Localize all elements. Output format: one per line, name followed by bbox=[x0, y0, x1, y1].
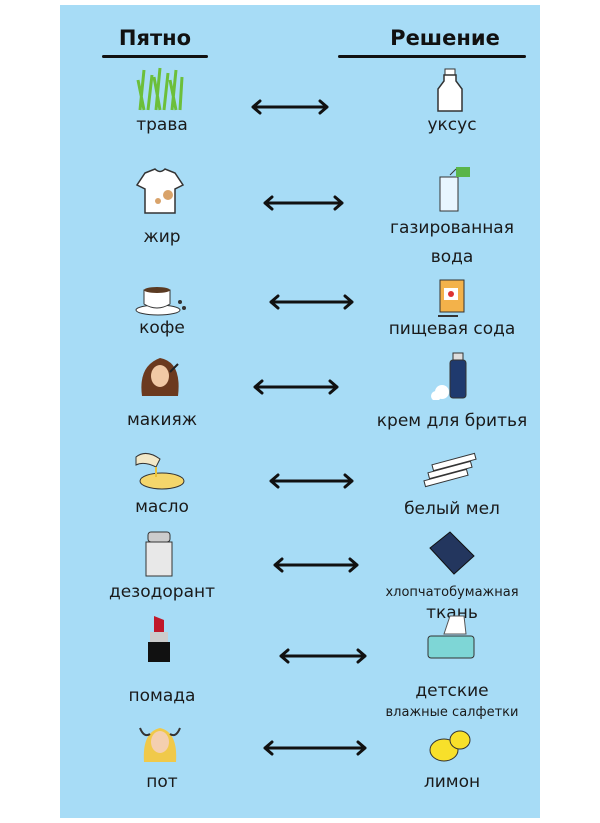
shaving-cream-icon bbox=[420, 350, 480, 401]
soda-water-glass-icon bbox=[420, 165, 480, 215]
lipstick-icon bbox=[130, 612, 190, 662]
solution-label: крем для бритья bbox=[376, 411, 528, 431]
solution-label: хлопчатобумажная bbox=[385, 585, 519, 600]
coffee-cup-icon bbox=[130, 272, 190, 322]
solution-label: лимон bbox=[423, 772, 481, 792]
stain-label: жир bbox=[143, 227, 181, 247]
double-arrow-icon bbox=[279, 648, 367, 664]
infographic-panel bbox=[60, 5, 540, 818]
stain-label: трава bbox=[136, 115, 188, 135]
double-arrow-icon bbox=[253, 379, 339, 395]
oil-bowl-icon bbox=[130, 445, 190, 495]
solution-label: газированная bbox=[390, 218, 514, 238]
cotton-cloth-icon bbox=[420, 528, 480, 578]
sweating-woman-icon bbox=[130, 718, 190, 768]
lemon-icon bbox=[420, 718, 480, 768]
solution-label: детские bbox=[415, 681, 489, 701]
wet-wipes-box-icon bbox=[420, 612, 480, 662]
baking-soda-box-icon bbox=[420, 272, 480, 322]
double-arrow-icon bbox=[269, 473, 354, 489]
chalk-sticks-icon bbox=[420, 445, 480, 495]
stain-column-header: Пятно bbox=[118, 26, 192, 50]
vinegar-bottle-icon bbox=[420, 65, 480, 115]
stain-label: макияж bbox=[126, 410, 198, 430]
stain-label: дезодорант bbox=[108, 582, 216, 602]
solution-label: пищевая сода bbox=[388, 319, 516, 339]
double-arrow-icon bbox=[269, 294, 354, 310]
solution-label: уксус bbox=[427, 115, 477, 135]
woman-makeup-icon bbox=[130, 350, 190, 400]
double-arrow-icon bbox=[273, 557, 359, 573]
deodorant-icon bbox=[130, 528, 190, 578]
solution-label: влажные салфетки bbox=[385, 705, 519, 720]
double-arrow-icon bbox=[263, 195, 344, 211]
solution-label: ткань bbox=[426, 603, 478, 623]
solution-label: вода bbox=[430, 247, 474, 267]
solution-header-underline bbox=[338, 55, 526, 58]
solution-column-header: Решение bbox=[390, 26, 500, 50]
grass-icon bbox=[130, 65, 190, 115]
double-arrow-icon bbox=[263, 740, 367, 756]
stain-label: кофе bbox=[139, 318, 185, 338]
stain-label: пот bbox=[146, 772, 178, 792]
stain-header-underline bbox=[102, 55, 208, 58]
double-arrow-icon bbox=[251, 99, 329, 115]
stain-label: масло bbox=[135, 497, 189, 517]
stain-label: помада bbox=[128, 686, 196, 706]
solution-label: белый мел bbox=[404, 499, 500, 519]
stained-shirt-icon bbox=[130, 165, 190, 215]
